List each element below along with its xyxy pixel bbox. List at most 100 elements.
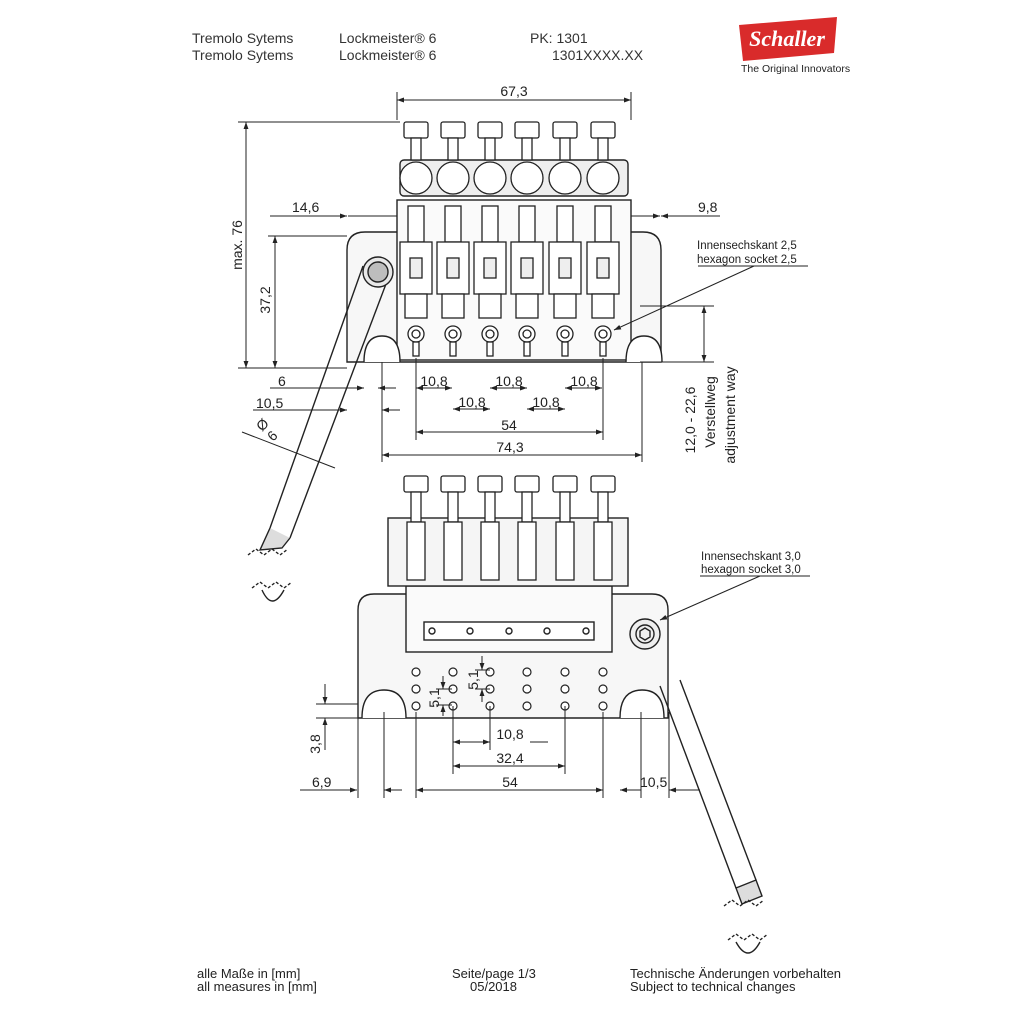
top-arm-tip [261,589,285,602]
dim-bottom-32-4: 32,4 [496,750,523,766]
saddle-rib [444,205,462,243]
release-date: 05/2018 [470,979,517,994]
series-title-2: Tremolo Sytems [192,47,294,63]
mounting-hole [522,684,532,694]
model-title-1: Lockmeister® 6 [339,30,437,46]
fine-tuner-screw [403,475,429,493]
fine-tuner-knob [436,161,470,195]
mounting-hole [485,667,495,677]
tremolo-arm-top [258,256,394,551]
units-en: all measures in [mm] [197,979,317,994]
fine-tuner-knob [548,161,582,195]
bottom-saddle-housing [387,517,629,587]
fine-tuner-screw [440,475,466,493]
saddle-lock [404,293,428,319]
dim-height-37: 37,2 [257,286,273,313]
fine-tuner-screw [514,475,540,493]
tremolo-arm-bottom [659,679,763,905]
fine-tuner-knob [399,161,433,195]
saddle-lock-socket [560,329,570,339]
saddle-lock [515,293,539,319]
dim-adjust-en: adjustment way [722,366,738,463]
fine-tuner-shaft [597,137,609,161]
mounting-hole [522,667,532,677]
saddle-slot [596,257,610,279]
bottom-left-slot [361,689,407,719]
saddle-screw-body [480,521,500,581]
part-number: 1301XXXX.XX [552,47,644,63]
bottom-dim-labels: 10,8 32,4 54 6,9 10,5 3,8 5,1 5,1 Innens… [307,551,801,790]
saddle-lock-socket [411,329,421,339]
dim-spacing-b: 10,8 [495,373,522,389]
fine-tuner-screw [590,121,616,139]
saddle-pin [523,341,531,357]
dim-bottom-10-8: 10,8 [496,726,523,742]
dim-spacing-d: 10,8 [458,394,485,410]
mounting-hole [598,684,608,694]
fine-tuner-shaft [410,491,422,523]
saddle-rib [481,205,499,243]
saddle-pin [412,341,420,357]
fine-tuner-shaft [410,137,422,161]
saddle-rib [518,205,536,243]
disclaimer-de: Technische Änderungen vorbehalten [630,966,842,981]
fine-tuner-screw [552,475,578,493]
saddle-pin [449,341,457,357]
dim-bottom-10-5: 10,5 [640,774,667,790]
top-right-slot [625,335,663,363]
fine-tuner-screw [440,121,466,139]
saddle-slot [446,257,460,279]
bottom-dimensions [300,575,810,798]
dim-spacing-c: 10,8 [570,373,597,389]
series-title-1: Tremolo Sytems [192,30,294,46]
bottom-saddle-screws [403,475,616,581]
fine-tuner-shaft [521,137,533,161]
fine-tuner-screw [403,121,429,139]
saddle-screw-body [555,521,575,581]
mounting-hole [560,684,570,694]
note-bottom-en: hexagon socket 3,0 [701,564,801,576]
saddle-rib [407,205,425,243]
fine-tuner-knob [473,161,507,195]
dim-spacing-a: 10,8 [420,373,447,389]
bottom-bar [423,621,595,641]
brand-logo: Schaller [737,17,839,63]
dim-right-9: 9,8 [698,199,718,215]
model-title-2: Lockmeister® 6 [339,47,437,63]
note-bottom-de: Innensechskant 3,0 [701,551,801,563]
dim-span-54: 54 [501,417,517,433]
fine-tuner-screw [514,121,540,139]
saddle-slot [409,257,423,279]
bottom-bar-holes [428,627,590,635]
dim-adjust-de: Verstellweg [702,376,718,448]
mounting-hole [598,701,608,711]
bottom-arm-tip [735,941,761,954]
mounting-hole [522,701,532,711]
saddle-lock [591,293,615,319]
fine-tuner-shaft [484,491,496,523]
fine-tuner-shaft [447,137,459,161]
saddle-slot [483,257,497,279]
dim-left-10-5: 10,5 [256,395,283,411]
bottom-arm-break-2 [727,933,769,941]
top-arm-break-1 [247,548,289,556]
fine-tuner-shaft [484,137,496,161]
mounting-hole [411,667,421,677]
bottom-arm-socket [629,618,661,650]
brand-tagline: The Original Innovators [741,63,851,75]
mounting-hole [411,701,421,711]
mounting-hole [598,667,608,677]
saddle-lock [553,293,577,319]
saddle-lock [441,293,465,319]
units-de: alle Maße in [mm] [197,966,301,981]
fine-tuner-shaft [559,137,571,161]
saddle-pin [561,341,569,357]
saddle-slot [520,257,534,279]
top-dim-labels: 67,3 max. 76 37,2 14,6 9,8 6 10,5 10,8 1… [229,83,797,464]
saddle-screw-body [517,521,537,581]
fine-tuner-screw [590,475,616,493]
disclaimer-en: Subject to technical changes [630,979,796,994]
fine-tuner-knob [586,161,620,195]
dim-total-width: 67,3 [500,83,527,99]
saddle-screw-body [406,521,426,581]
